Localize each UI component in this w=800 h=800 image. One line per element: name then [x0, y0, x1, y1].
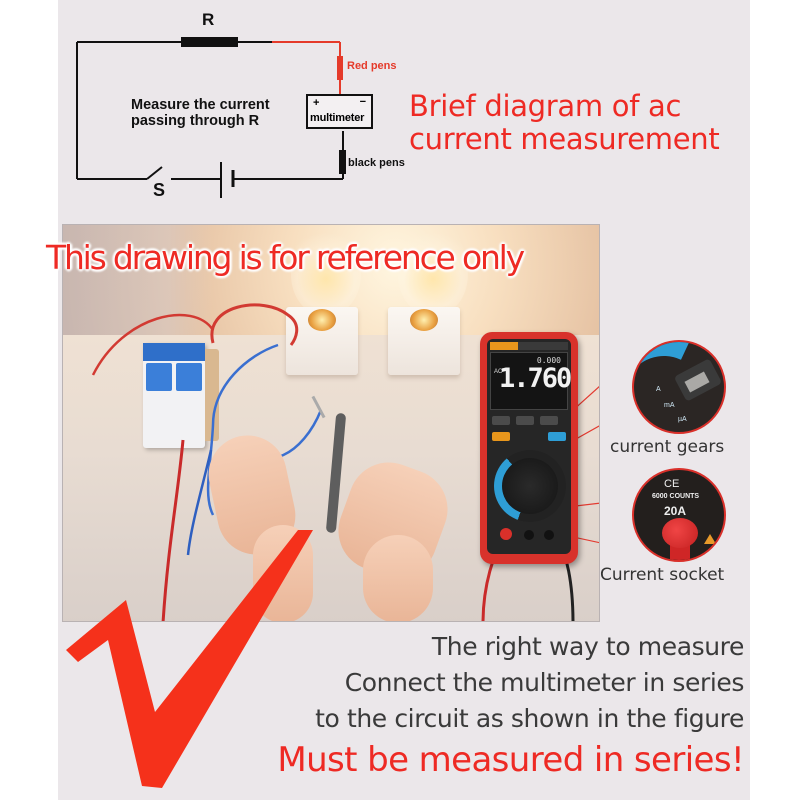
gear-mark-ua: µA [678, 416, 687, 423]
current-gears-callout: A mA µA [632, 340, 726, 434]
gear-mark-a: A [656, 386, 661, 393]
instructions: The right way to measure Connect the mul… [184, 629, 744, 737]
diagram-title: Brief diagram of ac current measurement [409, 89, 720, 156]
black-pens-label: black pens [348, 157, 405, 169]
reference-only-note: This drawing is for reference only [46, 238, 525, 277]
reference-photo: 0.000 AC 1.760 [62, 224, 600, 622]
lcd-reading: 1.760 [499, 363, 572, 394]
current-socket-label: Current socket [600, 565, 725, 585]
counts-label: 6000 COUNTS [652, 493, 700, 500]
measure-instruction: Measure the current passing through R [131, 97, 270, 129]
resistor-icon [181, 37, 238, 47]
multimeter-box: + − multimeter [306, 94, 373, 129]
instruction-line1: The right way to measure [431, 632, 745, 661]
lcd-mode: AC [494, 369, 503, 375]
multimeter-label: multimeter [310, 112, 365, 124]
minus-terminal: − [359, 96, 366, 108]
brand-logo [490, 342, 518, 350]
red-pens-label: Red pens [347, 60, 397, 72]
lcd-small-reading: 0.000 [536, 356, 561, 365]
plus-terminal: + [313, 97, 320, 109]
switch-label: S [153, 180, 166, 200]
circuit-breaker [143, 343, 219, 448]
ce-mark: CE [664, 478, 680, 490]
amp-label: 20A [664, 504, 687, 518]
gear-mark-ma: mA [664, 402, 675, 409]
black-probe-icon [339, 150, 346, 174]
multimeter-device: 0.000 AC 1.760 [480, 332, 578, 564]
warning-icon [704, 534, 716, 544]
red-probe-icon [337, 56, 343, 80]
light-bulb-icon [398, 225, 468, 315]
light-bulb-icon [291, 225, 361, 315]
diagram-title-line2: current measurement [409, 122, 720, 156]
instruction-line3: to the circuit as shown in the figure [315, 704, 744, 733]
resistor-label: R [202, 10, 215, 29]
measure-instruction-line1: Measure the current [131, 97, 270, 113]
instruction-line2: Connect the multimeter in series [344, 668, 745, 697]
diagram-title-line1: Brief diagram of ac [409, 89, 682, 123]
20a-socket [500, 528, 512, 540]
checkmark-icon [66, 530, 313, 788]
circuit-diagram [76, 37, 346, 198]
probe-plug-icon [662, 518, 698, 548]
current-gears-label: current gears [610, 437, 725, 457]
current-socket-callout: CE 6000 COUNTS 20A [632, 468, 726, 562]
measure-instruction-line2: passing through R [131, 113, 260, 129]
switch-icon [146, 166, 163, 180]
lcd-display: 0.000 AC 1.760 [490, 352, 572, 410]
series-warning: Must be measured in series! [277, 740, 744, 780]
